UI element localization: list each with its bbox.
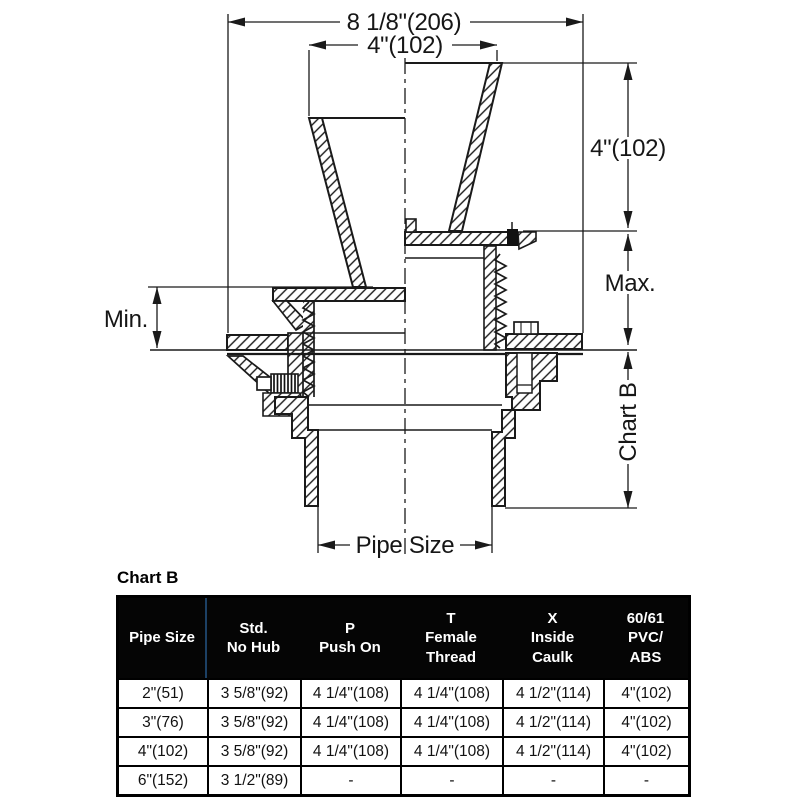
table-cell: 3 5/8"(92) bbox=[207, 738, 300, 765]
table-cell: - bbox=[400, 767, 502, 794]
technical-drawing: 8 1/8"(206) 4"(102) 4"(102) Max. Chart B… bbox=[104, 9, 666, 559]
table-row: 6"(152) 3 1/2"(89) - - - - bbox=[119, 765, 688, 794]
table-cell: 3 5/8"(92) bbox=[207, 680, 300, 707]
table-cell: 4"(102) bbox=[137, 742, 189, 760]
table-cell: 3 1/2"(89) bbox=[207, 767, 300, 794]
table-cell: 4 1/4"(108) bbox=[300, 738, 400, 765]
table-cell: 4 1/4"(108) bbox=[400, 680, 502, 707]
table-cell: 4"(102) bbox=[603, 709, 688, 736]
table-cell: 4 1/2"(114) bbox=[502, 680, 603, 707]
dim-label-funnel-width: 4"(102) bbox=[367, 32, 443, 59]
table-cell: 6"(152) bbox=[137, 771, 189, 789]
col-header-pipe-size: Pipe Size bbox=[119, 598, 207, 678]
col-header-pvc-abs: 60/61 PVC/ ABS bbox=[626, 609, 665, 666]
dim-label-min: Min. bbox=[104, 306, 148, 333]
drain-body-section bbox=[150, 62, 637, 507]
table-cell: 4"(102) bbox=[603, 680, 688, 707]
table-cell: 2"(51) bbox=[142, 684, 184, 702]
table-row: 2"(51) 3 5/8"(92) 4 1/4"(108) 4 1/4"(108… bbox=[119, 678, 688, 707]
table-cell: 4 1/4"(108) bbox=[300, 680, 400, 707]
table-cell: 4 1/4"(108) bbox=[400, 738, 502, 765]
col-header-female-thread: T Female Thread bbox=[425, 609, 477, 666]
table-cell: - bbox=[502, 767, 603, 794]
table-cell: 3"(76) bbox=[142, 713, 184, 731]
side-bolt-shank bbox=[270, 373, 299, 394]
dim-label-funnel-height: 4"(102) bbox=[590, 135, 666, 162]
table-cell: - bbox=[603, 767, 688, 794]
dimension-annotations bbox=[148, 14, 637, 553]
side-bolt-head bbox=[256, 376, 272, 391]
table-cell: 4"(102) bbox=[603, 738, 688, 765]
table-cell: 3 5/8"(92) bbox=[207, 709, 300, 736]
table-cell: - bbox=[300, 767, 400, 794]
set-screw bbox=[507, 229, 518, 246]
funnel-right-max bbox=[404, 62, 537, 351]
outlet-pipe bbox=[274, 396, 516, 507]
table-cell: 4 1/4"(108) bbox=[300, 709, 400, 736]
dim-label-max: Max. bbox=[605, 270, 656, 297]
dim-label-overall-width: 8 1/8"(206) bbox=[347, 9, 462, 36]
col-header-push-on: P Push On bbox=[319, 619, 381, 657]
chart-b-table: Pipe Size Std. No Hub P Push On T Female… bbox=[116, 595, 691, 797]
dim-label-chart-b: Chart B bbox=[615, 382, 642, 461]
clamp-bolt-head bbox=[513, 321, 539, 335]
chart-b-section: Chart B Pipe Size Std. No Hub P Push On … bbox=[116, 568, 694, 797]
table-cell: 4 1/2"(114) bbox=[502, 738, 603, 765]
dim-label-pipe-size: Pipe Size bbox=[356, 532, 455, 559]
table-cell: 4 1/4"(108) bbox=[400, 709, 502, 736]
table-cell: 4 1/2"(114) bbox=[502, 709, 603, 736]
chart-b-title: Chart B bbox=[117, 568, 179, 587]
table-row: 3"(76) 3 5/8"(92) 4 1/4"(108) 4 1/4"(108… bbox=[119, 707, 688, 736]
deck-flange bbox=[150, 321, 637, 417]
col-header-inside-caulk: X Inside Caulk bbox=[530, 609, 575, 666]
col-header-std-no-hub: Std. No Hub bbox=[226, 619, 281, 657]
table-header-row: Pipe Size Std. No Hub P Push On T Female… bbox=[119, 598, 688, 678]
table-row: 4"(102) 3 5/8"(92) 4 1/4"(108) 4 1/4"(10… bbox=[119, 736, 688, 765]
